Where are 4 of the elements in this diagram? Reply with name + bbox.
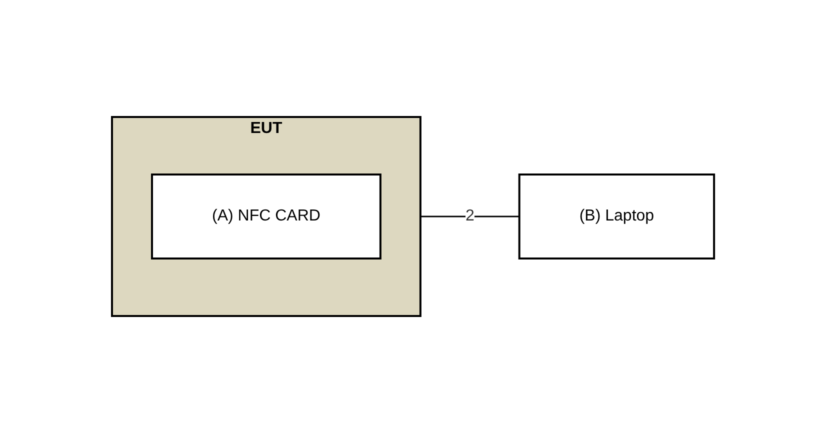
edge-label: 2 [466,207,475,224]
node-box: (B) Laptop [518,173,716,259]
node-box: (A) NFC CARD [151,173,382,259]
connector [420,215,520,217]
